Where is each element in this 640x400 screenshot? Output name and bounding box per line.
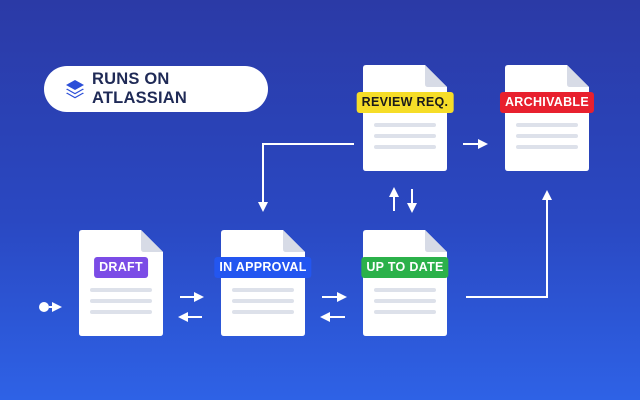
stage-badge-in-approval: IN APPROVAL — [214, 257, 312, 278]
stage-badge-archivable: ARCHIVABLE — [499, 92, 595, 113]
stage-badge-up-to-date: UP TO DATE — [361, 257, 449, 278]
layers-icon — [64, 78, 86, 100]
stage-draft: DRAFT — [79, 230, 163, 336]
arrow-uptodate-to-archivable — [466, 190, 552, 298]
document-icon — [363, 65, 447, 171]
stage-badge-review-req: REVIEW REQ. — [356, 92, 454, 113]
runs-on-atlassian-pill: RUNS ON ATLASSIAN — [44, 66, 268, 112]
start-dot — [39, 302, 49, 312]
arrow-review-to-approval — [258, 143, 354, 212]
document-icon — [79, 230, 163, 336]
document-icon — [505, 65, 589, 171]
stage-up-to-date: UP TO DATE — [361, 230, 449, 336]
stage-badge-draft: DRAFT — [94, 257, 148, 278]
pill-label: RUNS ON ATLASSIAN — [92, 70, 187, 107]
stage-review-req: REVIEW REQ. — [356, 65, 454, 171]
stage-archivable: ARCHIVABLE — [499, 65, 595, 171]
document-icon — [363, 230, 447, 336]
document-icon — [221, 230, 305, 336]
stage-in-approval: IN APPROVAL — [214, 230, 312, 336]
